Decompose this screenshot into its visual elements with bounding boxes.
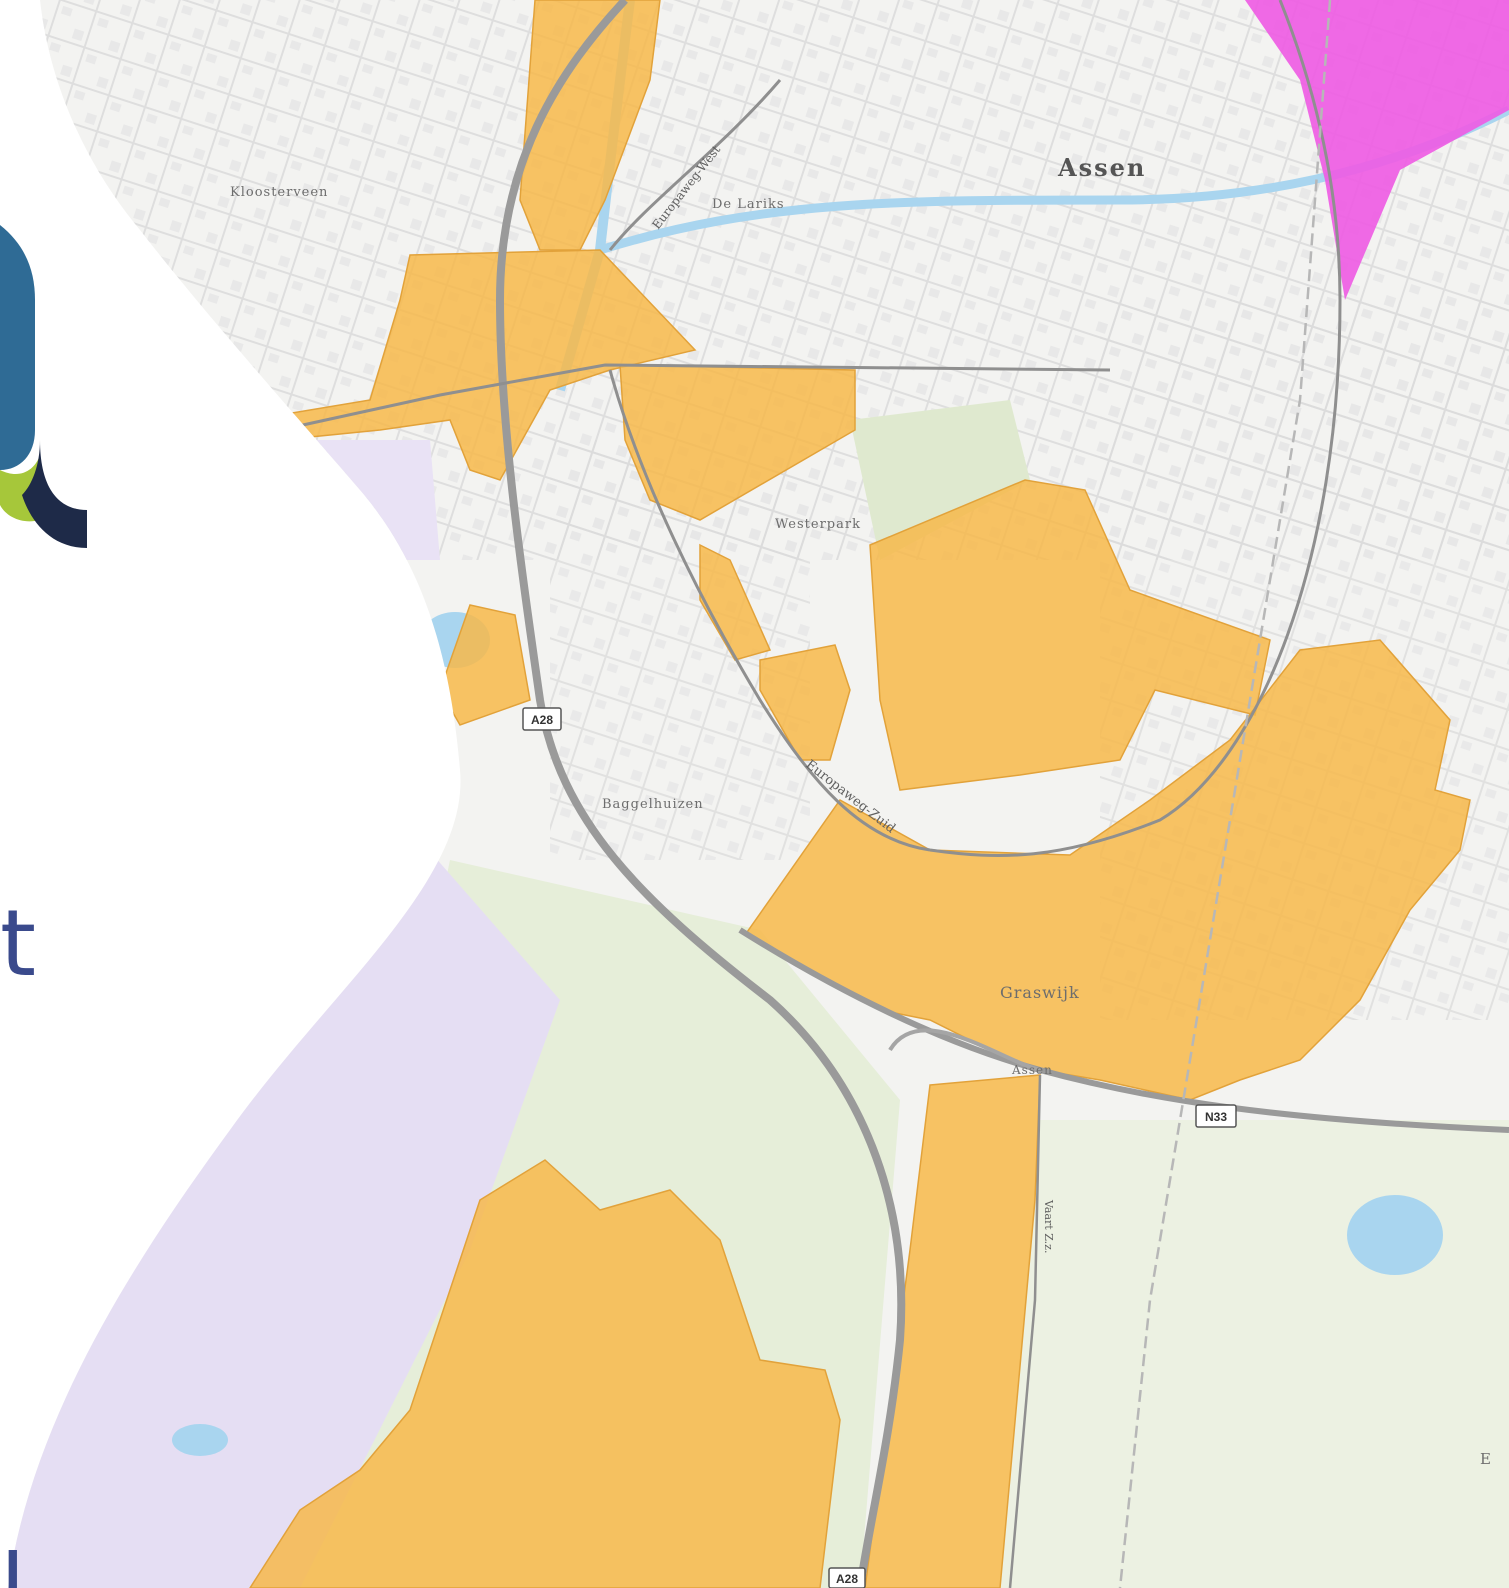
- ring-road: [929, 0, 1342, 858]
- zone-magenta: [1245, 0, 1509, 300]
- slide-partial-text-bottom: l: [0, 1535, 26, 1588]
- place-label-de-lariks: De Lariks: [712, 197, 785, 212]
- road-shield-n33: N33: [1195, 1104, 1237, 1128]
- road-shield-a28-top-label: A28: [531, 713, 553, 727]
- orange-zones: [248, 0, 1471, 1588]
- green-area-westerpark: [850, 400, 1030, 560]
- highway-a28: [495, 0, 906, 1588]
- logo-navy-shape: [22, 440, 87, 548]
- junction-loop: [888, 1028, 1041, 1072]
- place-label-westerpark: Westerpark: [775, 517, 861, 532]
- place-label-baggelhuizen: Baggelhuizen: [602, 797, 704, 812]
- europaweg-west: [608, 79, 782, 251]
- lake-southeast: [1347, 1195, 1443, 1275]
- lilac-area-west: [300, 440, 440, 560]
- place-label-graswijk: Graswijk: [1000, 983, 1080, 1002]
- zone-central: [869, 479, 1271, 791]
- zone-europaweg-strip-b: [759, 644, 851, 761]
- europaweg-zuid: [608, 369, 931, 852]
- zone-europaweg-block: [619, 364, 856, 521]
- west-connector: [279, 363, 1111, 432]
- highway-n33: [738, 927, 1509, 1133]
- road-shield-a28-bottom-label: A28: [836, 1572, 858, 1586]
- road-shield-n33-label: N33: [1205, 1110, 1227, 1124]
- slide-partial-text: t: [0, 890, 36, 997]
- road-shield-a28-bottom: A28: [828, 1567, 866, 1588]
- logo-blue-shape: [0, 225, 35, 470]
- pond-south: [172, 1424, 228, 1456]
- zone-north-canal: [519, 0, 661, 251]
- zone-west-industrial: [279, 249, 697, 481]
- place-label-assen: Assen: [1057, 153, 1146, 182]
- slide-logo: [0, 225, 87, 548]
- railway: [1118, 0, 1332, 1588]
- vaart-road: [1008, 1074, 1042, 1588]
- zone-south-west: [248, 1159, 841, 1588]
- place-label-assen-junction: Assen: [1011, 1063, 1053, 1077]
- green-area-southeast: [1000, 1120, 1509, 1588]
- roads: [279, 0, 1509, 1588]
- road-shield-a28-top: A28: [522, 707, 562, 731]
- place-label-kloosterveen: Kloosterveen: [230, 185, 328, 200]
- street-label-vaart: Vaart Z.z.: [1042, 1199, 1055, 1253]
- place-label-edge: E: [1480, 1450, 1492, 1468]
